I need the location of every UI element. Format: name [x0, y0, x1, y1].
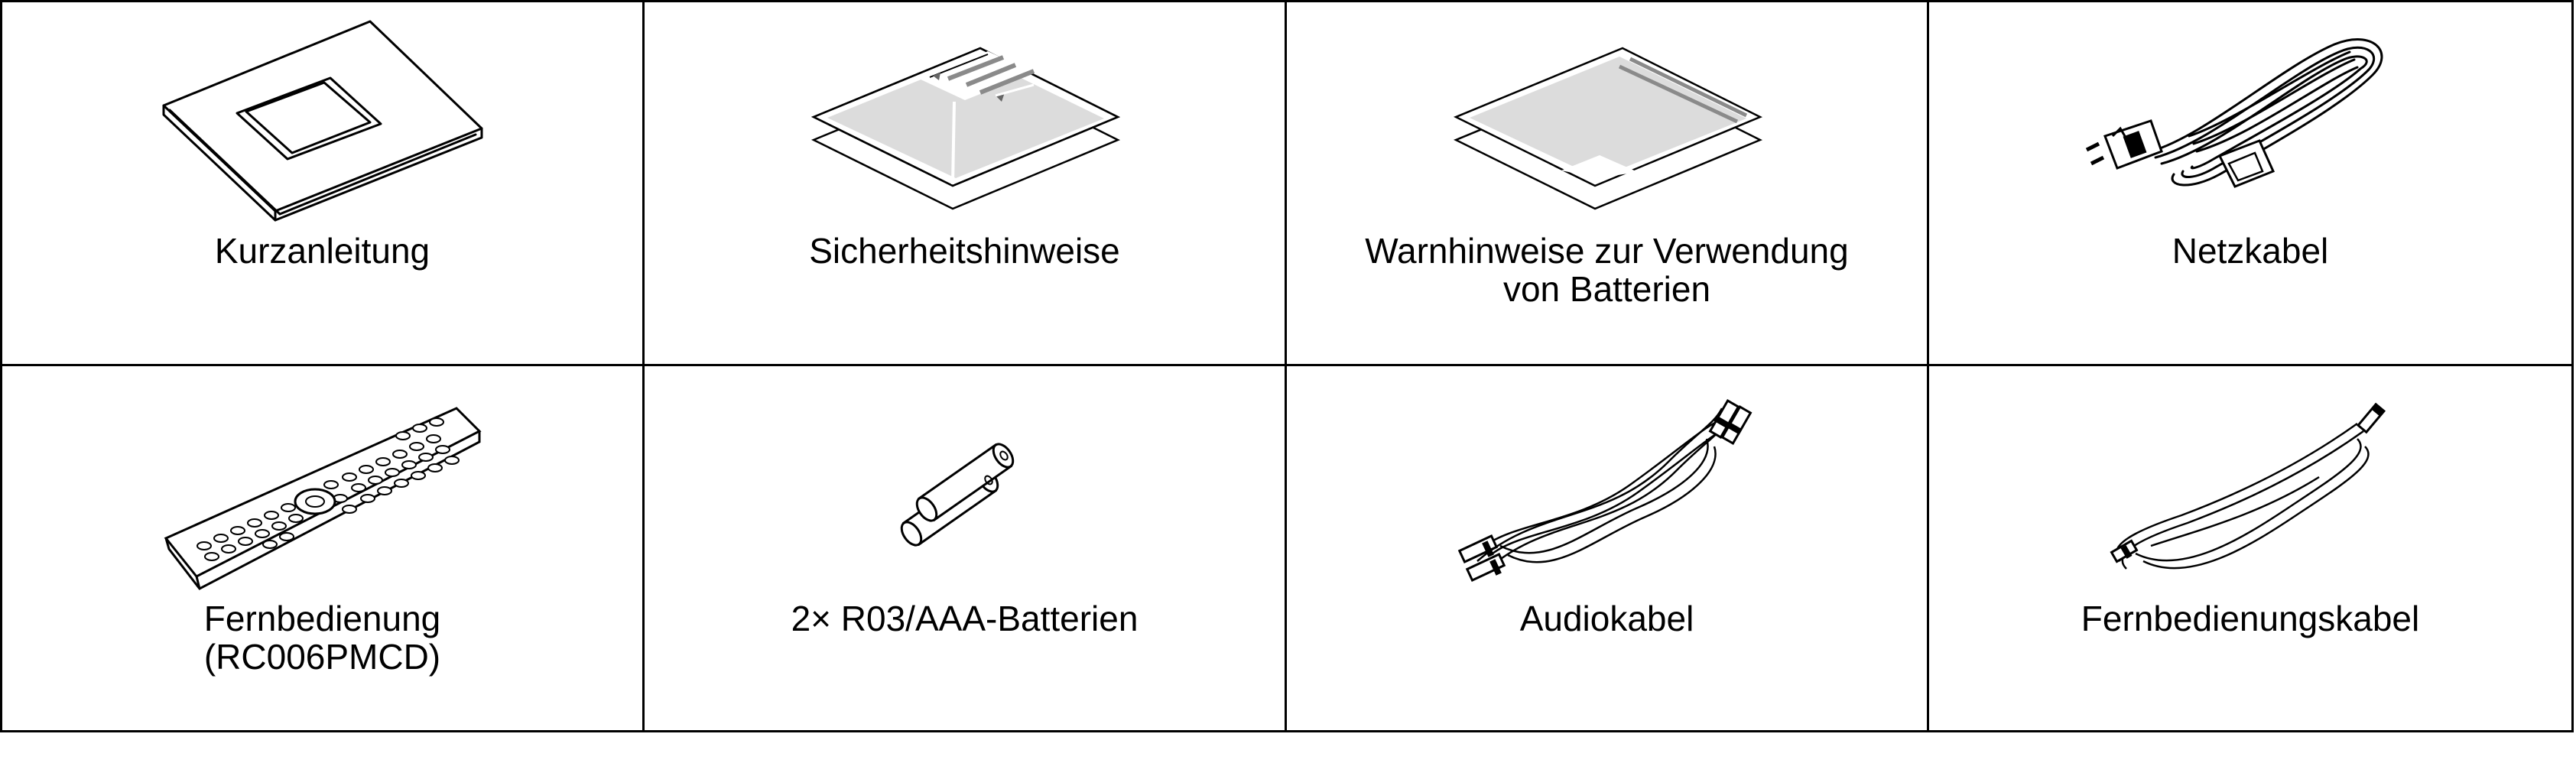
leaflet-icon	[645, 2, 1285, 224]
accessory-label: Fernbedienungskabel	[2081, 599, 2420, 638]
accessory-cell-batteries: 2× R03/AAA-Batterien	[645, 366, 1287, 730]
accessory-label: Netzkabel	[2172, 231, 2329, 271]
remote-control-icon	[2, 382, 642, 603]
audio-cable-icon	[1287, 382, 1927, 603]
remote-cable-icon	[1929, 382, 2571, 603]
accessory-cell-quick-start-guide: Kurzanleitung	[2, 2, 645, 366]
power-cord-icon	[1929, 2, 2571, 224]
accessory-label: 2× R03/AAA-Batterien	[791, 599, 1139, 638]
accessory-label: Audiokabel	[1519, 599, 1694, 638]
accessory-cell-battery-warnings: Warnhinweise zur Verwendung von Batterie…	[1287, 2, 1929, 366]
accessory-label: Warnhinweise zur Verwendung von Batterie…	[1365, 231, 1849, 309]
accessory-cell-safety-instructions: Sicherheitshinweise	[645, 2, 1287, 366]
accessory-cell-audio-cable: Audiokabel	[1287, 366, 1929, 730]
accessory-label: Kurzanleitung	[214, 231, 430, 271]
accessory-cell-remote-cable: Fernbedienungskabel	[1929, 366, 2571, 730]
accessory-cell-remote-control: Fernbedienung (RC006PMCD)	[2, 366, 645, 730]
batteries-icon	[645, 382, 1285, 603]
accessory-cell-power-cord: Netzkabel	[1929, 2, 2571, 366]
accessory-label: Fernbedienung (RC006PMCD)	[203, 599, 441, 677]
accessory-label: Sicherheitshinweise	[809, 231, 1120, 271]
booklet-icon	[2, 2, 642, 224]
accessories-table: Kurzanleitung Sicherheitshinweise	[0, 0, 2574, 732]
leaflet-icon	[1287, 2, 1927, 224]
